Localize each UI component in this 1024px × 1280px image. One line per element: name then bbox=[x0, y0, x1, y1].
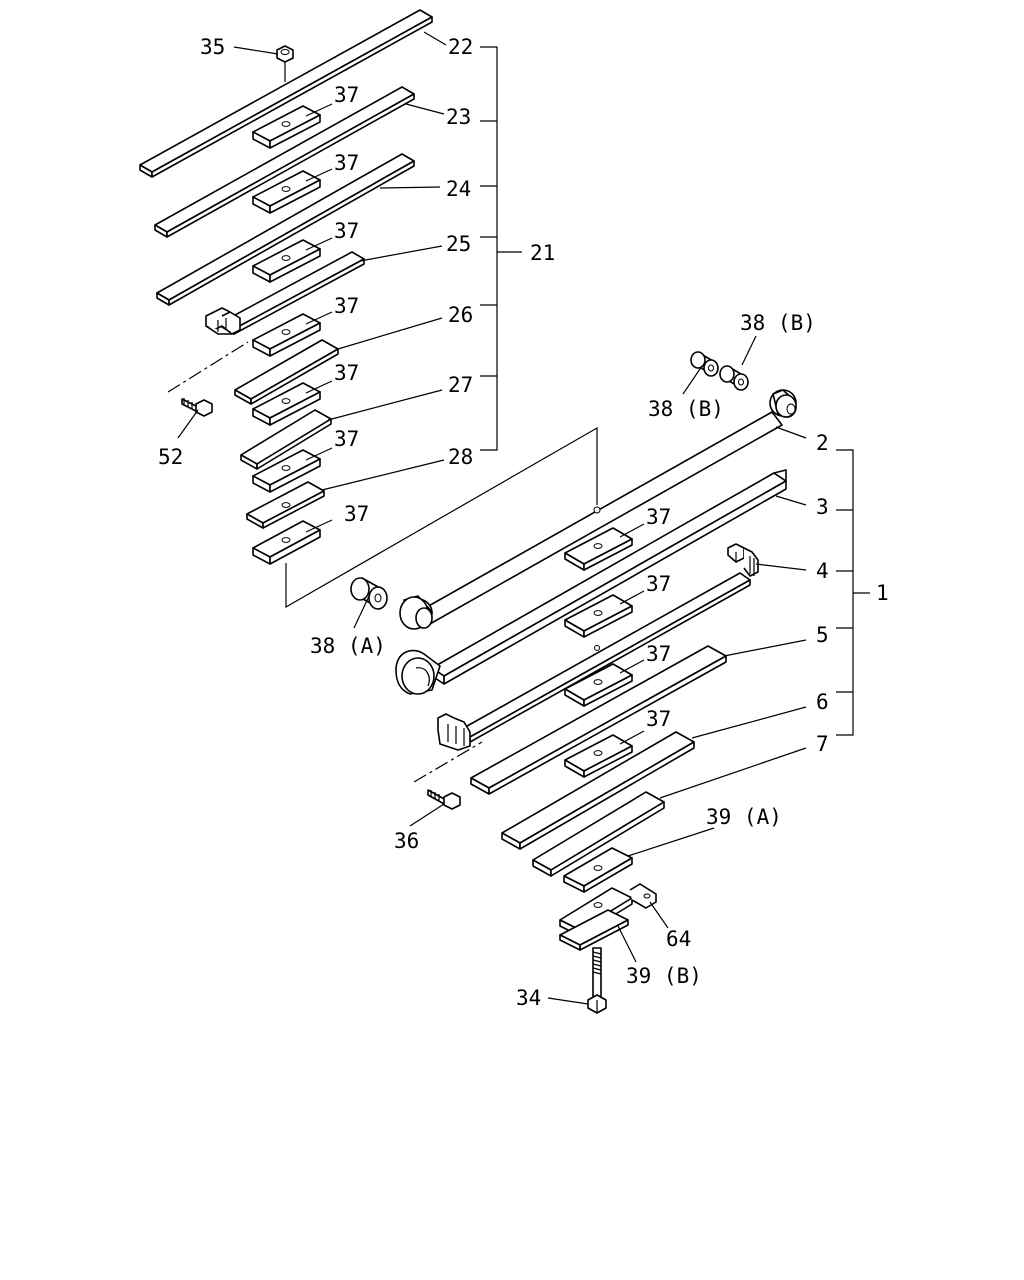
bracket-1 bbox=[836, 449, 870, 736]
leaf-27 bbox=[240, 409, 332, 470]
label-64: 64 bbox=[666, 927, 691, 951]
label-22: 22 bbox=[448, 35, 473, 59]
label-1: 1 bbox=[876, 581, 889, 605]
rebound-clip-upper bbox=[205, 307, 241, 335]
bush-38b-right bbox=[719, 365, 749, 391]
label-27: 27 bbox=[448, 373, 473, 397]
bracket-21 bbox=[480, 46, 522, 451]
label-28: 28 bbox=[448, 445, 473, 469]
bolt-52 bbox=[181, 398, 213, 417]
spacer-37-main-1 bbox=[564, 527, 633, 583]
label-37-1: 37 bbox=[334, 83, 359, 107]
bolt-36 bbox=[427, 789, 461, 810]
label-34: 34 bbox=[516, 986, 541, 1010]
leaf-6 bbox=[501, 731, 695, 850]
bush-38b-left bbox=[690, 351, 719, 377]
leaf-3 bbox=[395, 469, 787, 695]
center-bolt-alignment-line bbox=[285, 426, 598, 609]
label-25: 25 bbox=[446, 232, 471, 256]
label-37-main-3: 37 bbox=[646, 642, 671, 666]
spacer-37-3 bbox=[252, 239, 321, 299]
spacer-37-6 bbox=[252, 449, 321, 493]
label-3: 3 bbox=[816, 495, 829, 519]
label-37-main-2: 37 bbox=[646, 572, 671, 596]
label-26: 26 bbox=[448, 303, 473, 327]
rebound-clip-main-right bbox=[727, 543, 759, 577]
label-35: 35 bbox=[200, 35, 225, 59]
label-37-5: 37 bbox=[334, 361, 359, 385]
spacer-37-1 bbox=[252, 105, 321, 161]
label-7: 7 bbox=[816, 732, 829, 756]
nut-35 bbox=[276, 45, 294, 93]
label-37-3: 37 bbox=[334, 219, 359, 243]
leaf-23 bbox=[154, 86, 415, 238]
spacer-37-main-4 bbox=[564, 734, 633, 789]
label-6: 6 bbox=[816, 690, 829, 714]
spacer-37-4 bbox=[252, 313, 321, 371]
leader-lines bbox=[177, 31, 807, 1005]
center-bolt-34 bbox=[587, 947, 607, 1014]
main-spring-assembly bbox=[350, 351, 797, 1014]
spacer-37-main-3 bbox=[564, 663, 633, 721]
spacer-37-7 bbox=[252, 520, 321, 565]
spacer-37-main-2 bbox=[564, 594, 633, 651]
label-37-4: 37 bbox=[334, 294, 359, 318]
label-5: 5 bbox=[816, 623, 829, 647]
clip-bolt-axis-main bbox=[413, 741, 483, 783]
label-39a: 39 (A) bbox=[706, 805, 782, 829]
label-4: 4 bbox=[816, 559, 829, 583]
rebound-clip-main-left bbox=[437, 713, 471, 751]
label-39b: 39 (B) bbox=[626, 964, 702, 988]
label-36: 36 bbox=[394, 829, 419, 853]
label-37-6: 37 bbox=[334, 427, 359, 451]
seat-39a bbox=[563, 847, 633, 893]
label-2: 2 bbox=[816, 431, 829, 455]
leaf-7 bbox=[532, 791, 665, 877]
seat-39b bbox=[559, 909, 629, 951]
label-37-2: 37 bbox=[334, 151, 359, 175]
leaf-24 bbox=[156, 153, 415, 306]
leaf-5 bbox=[470, 645, 727, 795]
label-52: 52 bbox=[158, 445, 183, 469]
part-number-labels: 35 22 23 24 25 21 26 27 28 37 37 37 37 3… bbox=[158, 35, 889, 1010]
label-38b-lower: 38 (B) bbox=[648, 397, 724, 421]
bush-38a bbox=[350, 577, 388, 610]
label-38a: 38 (A) bbox=[310, 634, 386, 658]
label-38b-top: 38 (B) bbox=[740, 311, 816, 335]
clip-bolt-axis-upper bbox=[167, 341, 249, 393]
label-23: 23 bbox=[446, 105, 471, 129]
leaf-28 bbox=[246, 481, 325, 529]
leaf-22 bbox=[139, 9, 433, 178]
spacer-37-2 bbox=[252, 170, 321, 231]
label-21: 21 bbox=[530, 241, 555, 265]
label-37-7: 37 bbox=[344, 502, 369, 526]
leaf-2-left-eye bbox=[399, 595, 433, 630]
label-37-main-4: 37 bbox=[646, 707, 671, 731]
label-37-main-1: 37 bbox=[646, 505, 671, 529]
label-24: 24 bbox=[446, 177, 471, 201]
auxiliary-spring-assembly bbox=[139, 9, 433, 565]
